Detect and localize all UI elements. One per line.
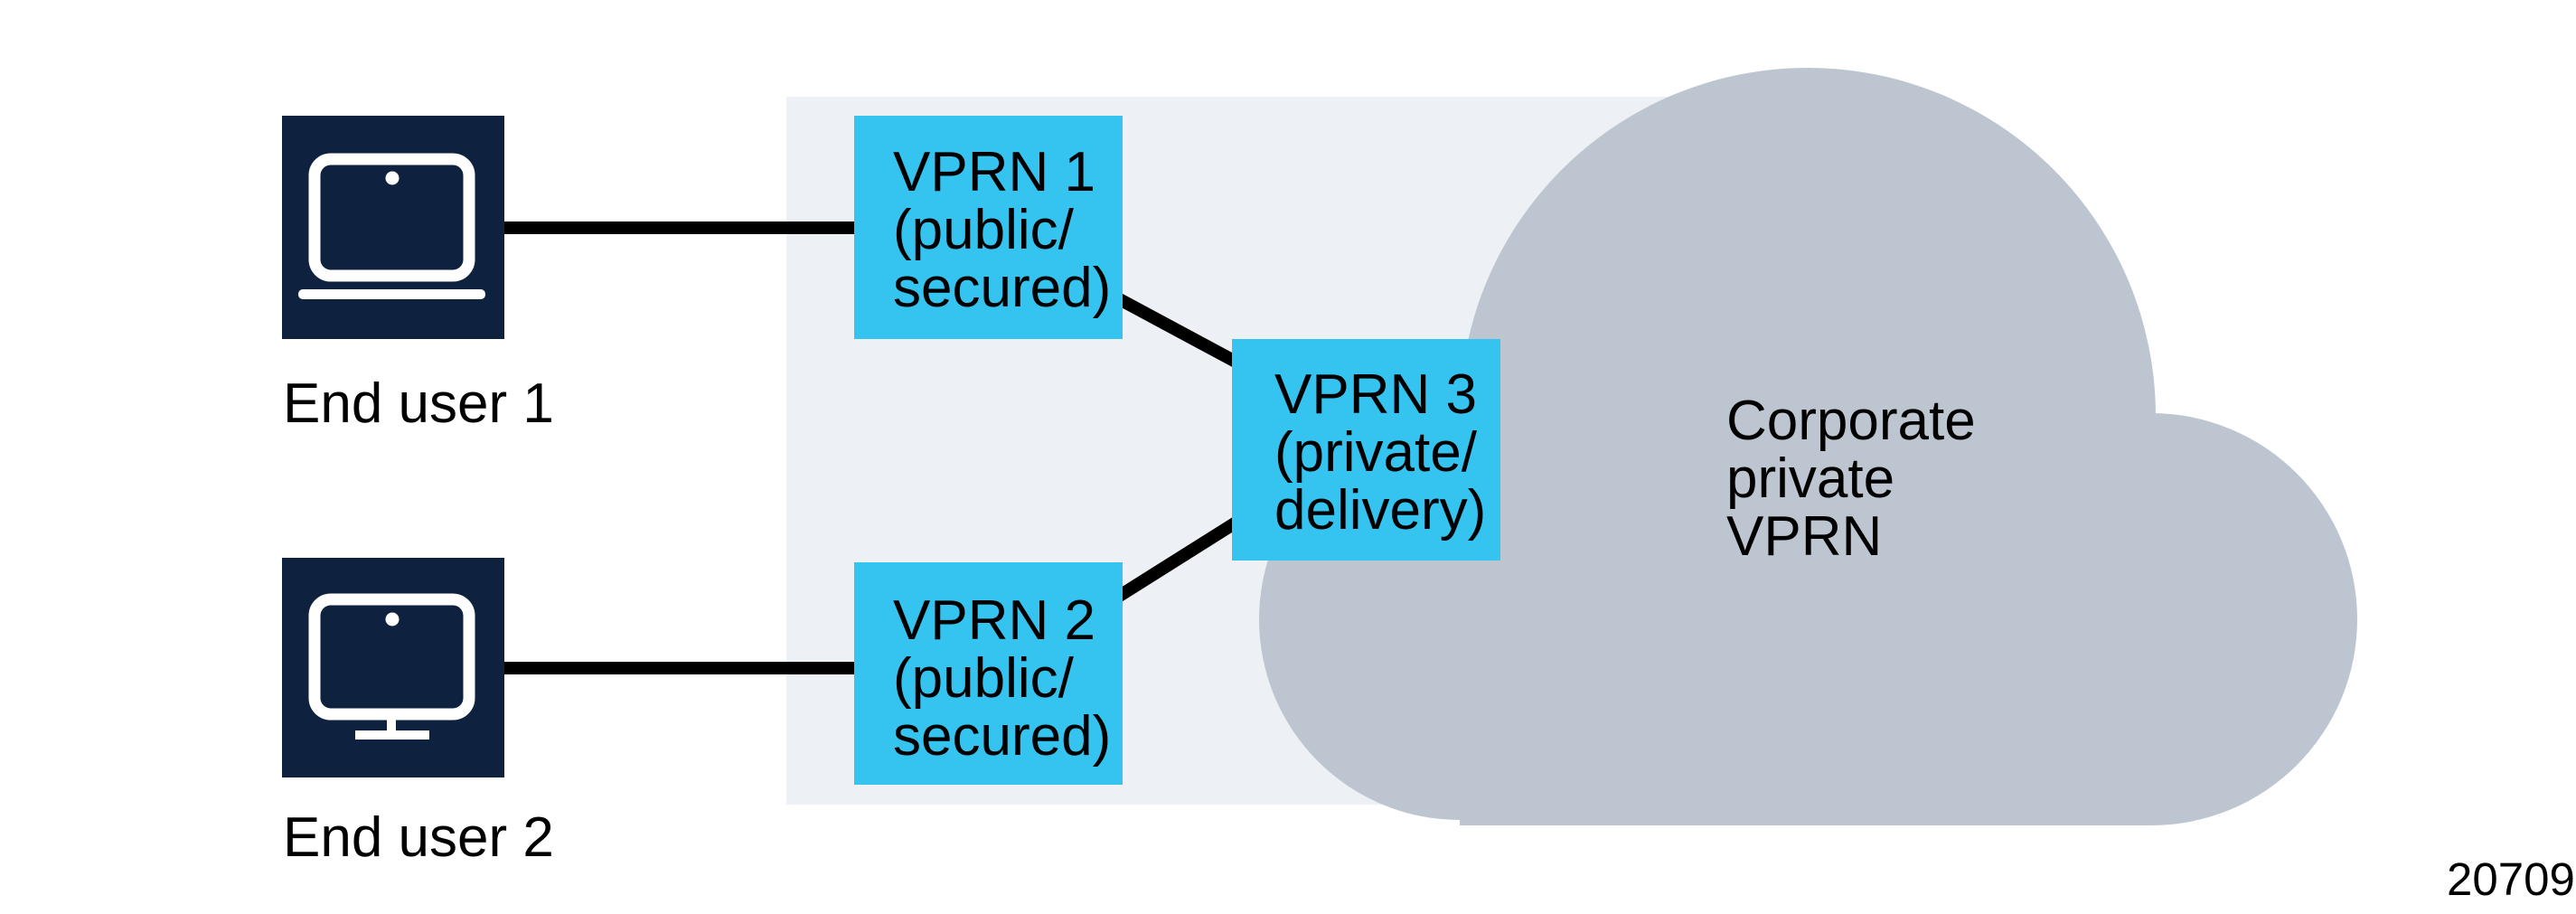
end-user-1-label: End user 1 bbox=[283, 372, 554, 435]
end-user-2-label: End user 2 bbox=[283, 806, 554, 869]
end-user-1-device-tile bbox=[282, 116, 504, 339]
vprn1-node-box bbox=[854, 116, 1123, 339]
vprn3-node-box bbox=[1232, 339, 1500, 561]
link-vprn1-vprn3 bbox=[1097, 283, 1251, 374]
link-vprn2-vprn3 bbox=[1097, 510, 1251, 613]
laptop-screen bbox=[308, 153, 475, 282]
figure-number: 20709 bbox=[2447, 853, 2575, 905]
connector-lines bbox=[488, 221, 1251, 674]
laptop-camera-dot bbox=[385, 171, 400, 185]
vprn2-node-box bbox=[854, 562, 1123, 785]
laptop-icon bbox=[298, 153, 485, 299]
monitor-stand-base bbox=[355, 730, 429, 740]
end-user-2-device-tile bbox=[282, 558, 504, 777]
laptop-base bbox=[298, 289, 485, 299]
corporate-cloud-label: Corporate private VPRN bbox=[1726, 390, 1976, 568]
corporate-vprn-cloud bbox=[1259, 68, 2357, 825]
vprn2-node-label: VPRN 2 (public/ secured) bbox=[893, 589, 1112, 768]
desktop-monitor-icon bbox=[308, 593, 475, 740]
vprn3-node-label: VPRN 3 (private/ delivery) bbox=[1274, 363, 1487, 542]
monitor-camera-dot bbox=[385, 612, 400, 627]
vprn1-node-label: VPRN 1 (public/ secured) bbox=[893, 141, 1112, 319]
cloud-base bbox=[1460, 470, 2151, 825]
monitor-stand-stem bbox=[387, 714, 396, 731]
